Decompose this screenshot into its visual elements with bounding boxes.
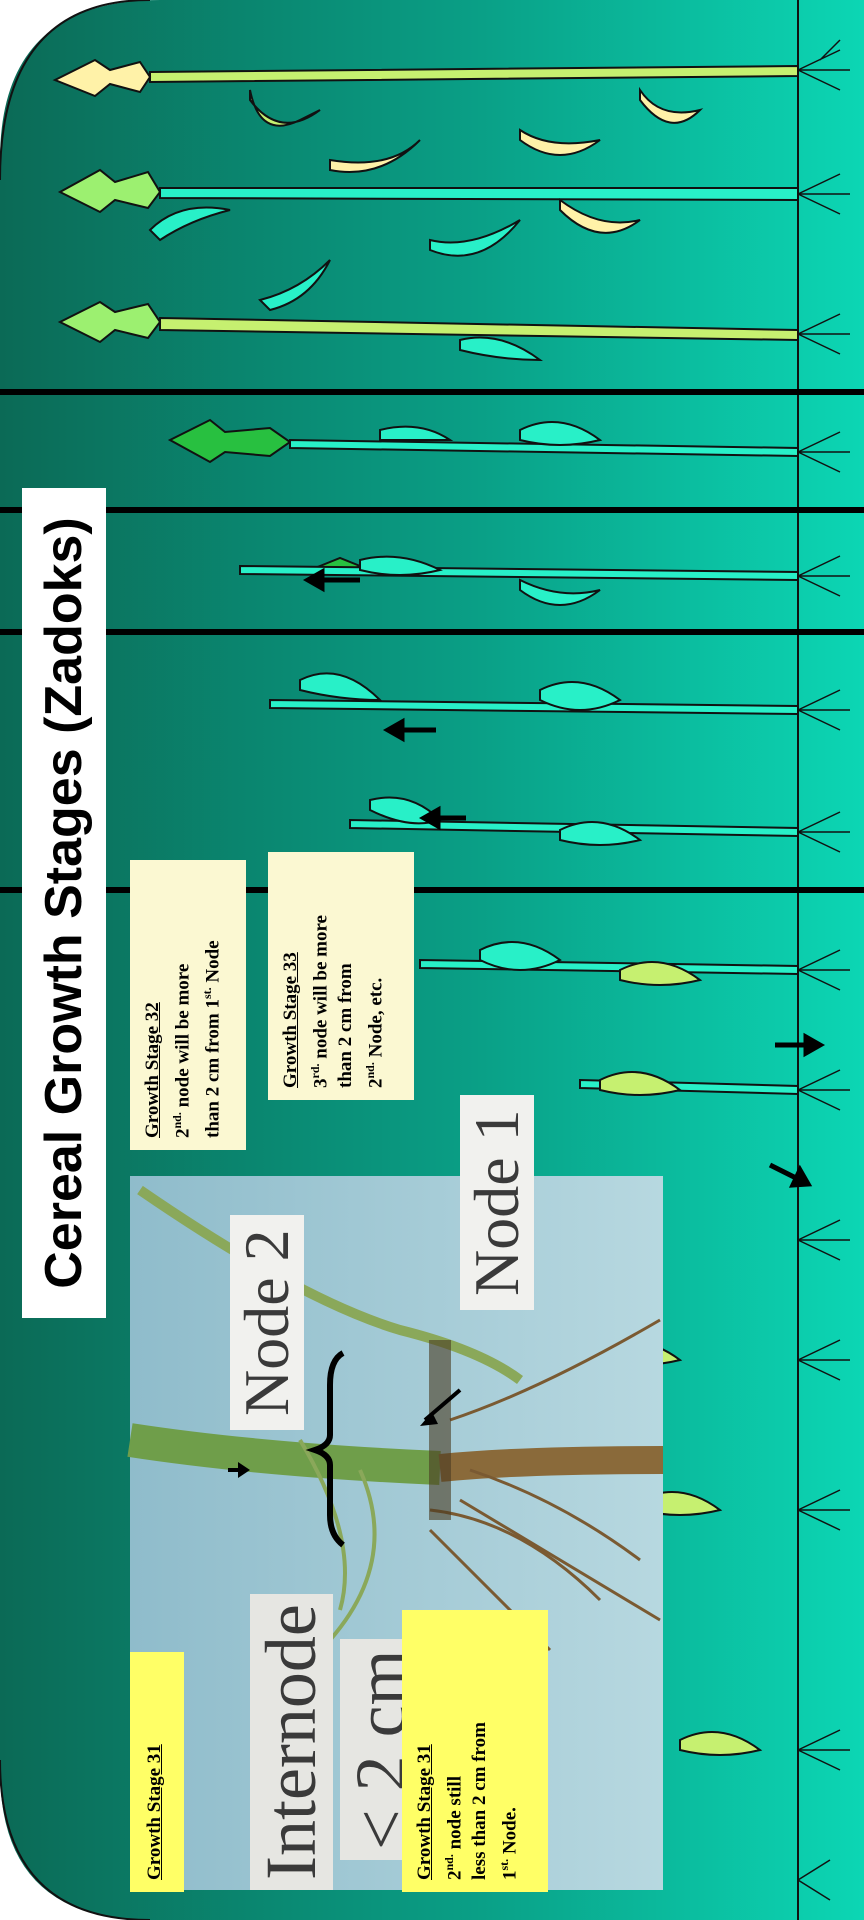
page-title-text: Cereal Growth Stages (Zadoks) [22, 488, 106, 1318]
note-growth-stage-31: Growth Stage 31 2nd. node still less tha… [402, 1610, 548, 1892]
note-growth-stage-31-photo: Growth Stage 31 [130, 1652, 184, 1892]
note-heading: Growth Stage 32 [140, 872, 165, 1138]
note-growth-stage-33: Growth Stage 33 3rd. node will be more t… [268, 852, 414, 1100]
note-heading: Growth Stage 33 [278, 864, 303, 1088]
page-title: Cereal Growth Stages (Zadoks) [22, 488, 106, 1318]
note-heading: Growth Stage 31 [412, 1622, 437, 1880]
note-heading: Growth Stage 31 [144, 1664, 166, 1880]
photo-label-internode: Internode [250, 1594, 333, 1890]
note-growth-stage-32: Growth Stage 32 2nd. node will be more t… [130, 860, 246, 1150]
photo-label-node2: Node 2 [230, 1215, 304, 1430]
photo-label-node1: Node 1 [460, 1095, 534, 1310]
